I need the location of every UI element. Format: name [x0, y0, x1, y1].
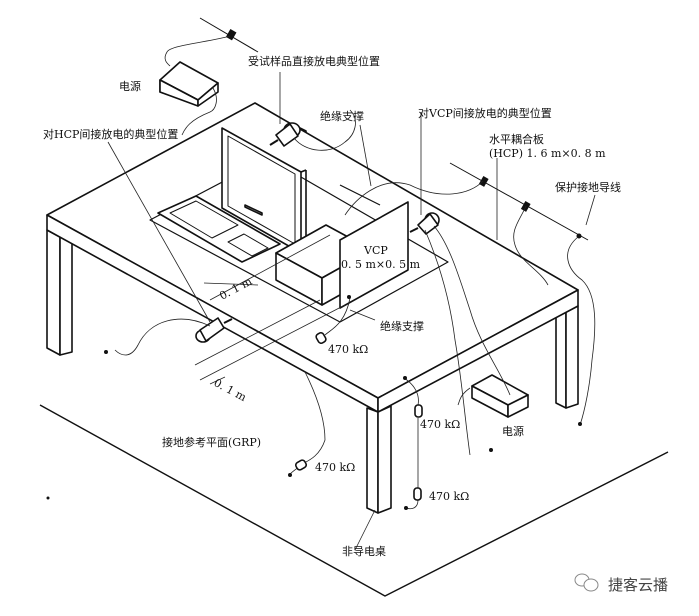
label-hcp-size: (HCP) 1. 6 m×0. 8 m [489, 147, 606, 160]
label-resistor-4: 470 kΩ [429, 490, 469, 503]
power-supply-top [159, 61, 219, 107]
watermark: 捷客云播 [574, 573, 668, 594]
label-vcp-indirect: 对VCP间接放电的典型位置 [418, 106, 552, 120]
leader-lines [107, 72, 596, 551]
label-grp: 接地参考平面(GRP) [162, 435, 261, 449]
label-vcp-title: VCP [363, 244, 388, 257]
wechat-icon [574, 573, 599, 592]
cables [114, 35, 596, 510]
esd-gun-direct [269, 122, 301, 147]
power-supply-bottom [471, 374, 529, 418]
label-distance-2: 0. 1 m [212, 376, 249, 404]
esd-gun-vcp [409, 212, 440, 235]
label-resistor-2: 470 kΩ [420, 418, 460, 431]
label-power-supply-bottom: 电源 [502, 424, 524, 438]
label-direct-discharge: 受试样品直接放电典型位置 [248, 54, 380, 68]
keyboard [157, 195, 281, 263]
watermark-text: 捷客云播 [608, 576, 668, 594]
ground-reference-plane [39, 404, 669, 597]
label-insulating-support-top: 绝缘支撑 [320, 109, 364, 123]
label-vcp-size: 0. 5 m×0. 5 m [341, 258, 421, 271]
resistors [294, 331, 423, 501]
dimension-lines [194, 234, 346, 385]
label-resistor-1: 470 kΩ [328, 343, 368, 356]
label-insulating-support-bottom: 绝缘支撑 [380, 319, 424, 333]
esd-gun-hcp [195, 317, 233, 343]
label-hcp-indirect: 对HCP间接放电的典型位置 [43, 127, 178, 141]
label-nonconductive-table: 非导电桌 [342, 545, 386, 558]
label-ground-wire: 保护接地导线 [555, 180, 621, 194]
label-hcp-title: 水平耦合板 [489, 132, 544, 146]
label-resistor-3: 470 kΩ [315, 461, 355, 474]
vertical-coupling-plane [339, 201, 409, 309]
label-power-supply-top: 电源 [119, 79, 141, 93]
ground-wire-right [449, 162, 589, 241]
